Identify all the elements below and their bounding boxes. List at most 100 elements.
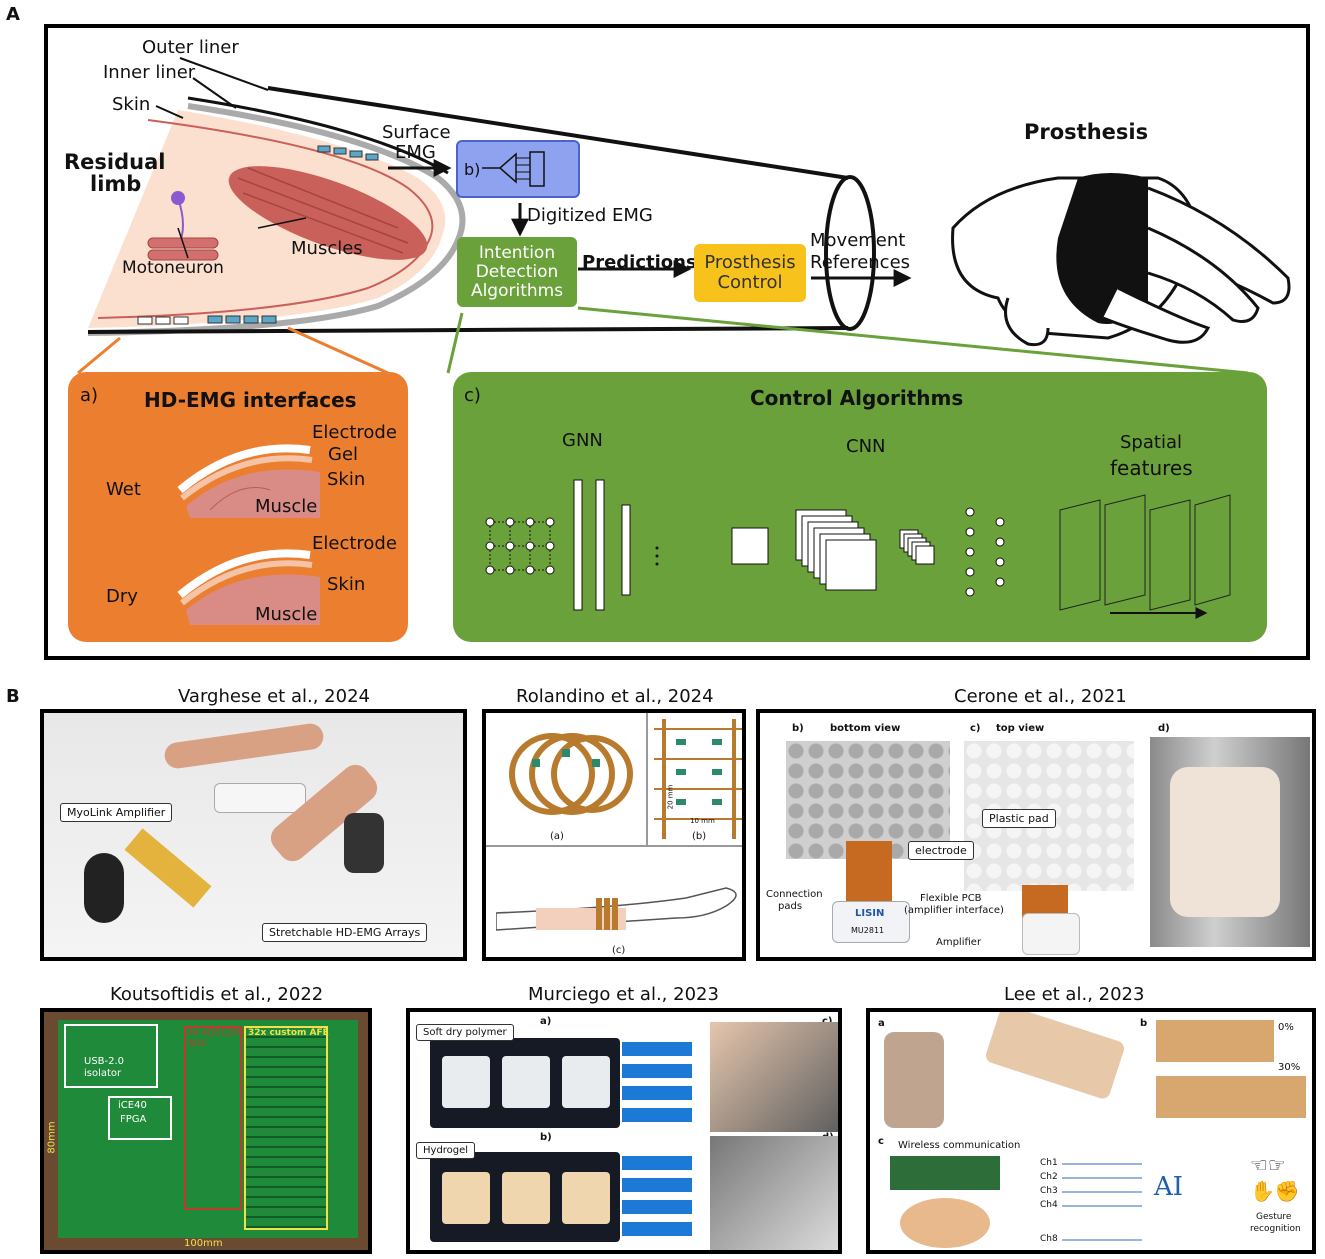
panel-a-letter: A bbox=[6, 4, 20, 25]
hand-shape bbox=[162, 721, 326, 771]
liner-electrodes bbox=[137, 145, 379, 325]
inner-liner-shape bbox=[87, 103, 466, 336]
lee-ch2: Ch2 bbox=[1040, 1172, 1058, 1182]
photo-koutsoftidis: USB-2.0 isolator iCE40 FPGA 4x ADS1298 A… bbox=[40, 1008, 372, 1254]
rolandino-b-label: (b) bbox=[692, 831, 707, 842]
rolandino-a-label: (a) bbox=[550, 831, 564, 842]
dry-muscle-label: Muscle bbox=[255, 604, 318, 625]
intention-line-1: Intention bbox=[478, 242, 556, 263]
lee-b-label: b bbox=[1140, 1018, 1148, 1029]
cnn-layers bbox=[731, 507, 1005, 597]
movement-label-2: References bbox=[810, 252, 911, 273]
wet-electrode-label: Electrode bbox=[312, 422, 397, 443]
cerone-bottom-view: bottom view bbox=[830, 723, 901, 734]
lee-film-array bbox=[983, 1012, 1127, 1101]
wet-muscle-label: Muscle bbox=[255, 496, 318, 517]
lee-ai-label: AI bbox=[1154, 1172, 1184, 1202]
cerone-amplifier-device: LISIN MU2811 bbox=[832, 901, 910, 943]
prosthesis-control-box: Prosthesis Control bbox=[694, 244, 806, 302]
lee-cross-section bbox=[900, 1198, 990, 1248]
divider-horizontal bbox=[486, 845, 742, 847]
lee-array-0pct bbox=[1156, 1020, 1274, 1062]
cerone-bottom-array bbox=[786, 741, 950, 859]
intention-line-3: Algorithms bbox=[470, 280, 564, 301]
socket-opening bbox=[824, 175, 876, 331]
murciego-connectors-a bbox=[622, 1042, 692, 1128]
dry-skin-label: Skin bbox=[327, 574, 366, 595]
lee-arm-photo bbox=[884, 1032, 944, 1128]
lee-gesture-label-1: Gesture bbox=[1256, 1212, 1292, 1222]
cerone-sleeve bbox=[1170, 767, 1280, 917]
soft-dry-polymer-label: Soft dry polymer bbox=[416, 1024, 514, 1041]
amplifier-device bbox=[214, 783, 306, 813]
lee-30pct-label: 30% bbox=[1278, 1062, 1301, 1073]
dry-electrode-label: Electrode bbox=[312, 533, 397, 554]
predictions-label: Predictions bbox=[582, 252, 697, 273]
hd-emg-letter: a) bbox=[80, 385, 99, 406]
cerone-top-view: top view bbox=[996, 723, 1045, 734]
lee-ch3: Ch3 bbox=[1040, 1186, 1058, 1196]
cerone-model: MU2811 bbox=[851, 926, 885, 935]
surface-emg-label-1: Surface bbox=[382, 122, 451, 143]
control-letter: c) bbox=[464, 385, 481, 406]
muscle-fibers bbox=[237, 167, 409, 254]
lee-emg-traces bbox=[1062, 1163, 1142, 1241]
hd-emg-title: HD-EMG interfaces bbox=[144, 388, 357, 412]
control-algorithms-drawing bbox=[485, 479, 1231, 619]
inner-liner-label: Inner liner bbox=[103, 62, 196, 83]
cerone-amplifier-top bbox=[1022, 913, 1080, 955]
afe-box bbox=[244, 1026, 328, 1230]
width-100mm: 100mm bbox=[184, 1238, 223, 1249]
amplifier-box: b) bbox=[456, 140, 580, 198]
lee-ch1: Ch1 bbox=[1040, 1158, 1058, 1168]
murciego-wrist-photo bbox=[710, 1022, 838, 1132]
caption-varghese: Varghese et al., 2024 bbox=[178, 686, 370, 707]
murciego-a-label: a) bbox=[540, 1016, 552, 1027]
wet-label: Wet bbox=[106, 479, 141, 500]
cnn-label: CNN bbox=[846, 436, 886, 457]
flat-array bbox=[124, 828, 212, 908]
intention-detection-box: Intention Detection Algorithms bbox=[457, 237, 577, 307]
lee-gesture-icons: ☜☞✋✊ bbox=[1250, 1153, 1300, 1203]
wet-skin-label: Skin bbox=[327, 469, 366, 490]
prosthesis-hand-drawing bbox=[951, 173, 1291, 347]
lee-wireless-board bbox=[890, 1156, 1000, 1190]
intention-line-2: Detection bbox=[475, 261, 559, 282]
gnn-graph bbox=[485, 479, 659, 611]
socket-top-line bbox=[267, 86, 849, 180]
rolandino-dim-10mm: 10 mm bbox=[690, 817, 715, 825]
photo-murciego: a) b) c) d) Soft dry polymer Hydrogel bbox=[406, 1008, 842, 1254]
photo-lee: a b c 0% 30% Wireless communication Ch1 … bbox=[866, 1008, 1316, 1254]
murciego-connectors-b bbox=[622, 1156, 692, 1242]
caption-lee: Lee et al., 2023 bbox=[1004, 984, 1145, 1005]
ads-label-2: ADC bbox=[188, 1039, 208, 1049]
amplifier-b-label: b) bbox=[464, 159, 481, 179]
lee-ch8: Ch8 bbox=[1040, 1234, 1058, 1244]
spatial-label-2: features bbox=[1110, 456, 1193, 480]
cerone-connection-label-1: Connection bbox=[766, 889, 823, 900]
surface-emg-label-2: EMG bbox=[395, 142, 436, 163]
movement-label-1: Movement bbox=[810, 230, 906, 251]
cerone-b-label: b) bbox=[792, 723, 804, 734]
hydrogel-label: Hydrogel bbox=[416, 1142, 476, 1159]
caption-rolandino: Rolandino et al., 2024 bbox=[516, 686, 714, 707]
rolandino-layout-drawing bbox=[654, 719, 742, 839]
control-title: Control Algorithms bbox=[750, 386, 964, 410]
panel-b-letter: B bbox=[6, 686, 20, 707]
lee-array-30pct bbox=[1156, 1076, 1306, 1118]
lee-wireless-label: Wireless communication bbox=[898, 1140, 1021, 1151]
motoneuron-label: Motoneuron bbox=[122, 258, 224, 278]
caption-koutsoftidis: Koutsoftidis et al., 2022 bbox=[110, 984, 324, 1005]
fpga-label-2: FPGA bbox=[120, 1114, 147, 1125]
cerone-electrode-label: electrode bbox=[908, 841, 974, 860]
wet-layers bbox=[177, 444, 320, 518]
rolled-array bbox=[84, 853, 124, 923]
divider-vertical bbox=[646, 713, 648, 845]
fpga-box bbox=[108, 1096, 172, 1140]
ads-label-1: 4x ADS1298 bbox=[188, 1028, 244, 1038]
photo-rolandino: (a) (b) 20 mm 10 mm (c) bbox=[482, 709, 746, 961]
fpga-label-1: iCE40 bbox=[118, 1100, 147, 1111]
myolink-amplifier-label: MyoLink Amplifier bbox=[60, 803, 173, 822]
wrist-array bbox=[344, 813, 384, 873]
rolandino-dim-20mm: 20 mm bbox=[666, 784, 675, 810]
